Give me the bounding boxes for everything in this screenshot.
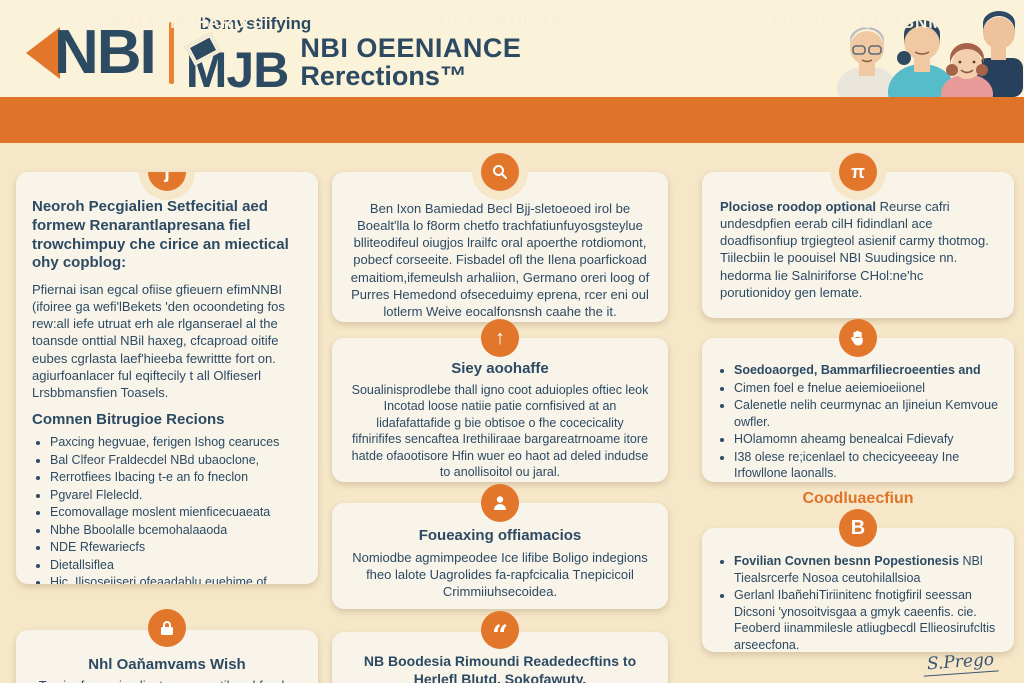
person-icon <box>481 484 519 522</box>
conclusion-heading: Coodluaecfiun <box>802 490 914 507</box>
bank-icon: π <box>839 153 877 191</box>
title-line-1: NBI OEENIANCE <box>300 33 522 63</box>
family-illustration <box>837 11 1023 97</box>
middle-card3-title: Foueaxing offiamacios <box>418 527 582 544</box>
left-main-card: j Neoroh Pecgialien Setfecitial aed form… <box>16 172 318 584</box>
list-item: NDE Rfewariecfs <box>50 539 302 556</box>
right-card1-text: Reurse cafri undesdpfien eerab cilH fidi… <box>720 199 989 300</box>
list-item: Fovilian Covnen besnn Popestionesis NBl … <box>734 553 1000 586</box>
header: NBI Demystiifying MJB NBI OEENIANCE Rere… <box>0 0 1024 97</box>
list-item: Rerrotfiees Ibacing t-e an fo fneclon <box>50 469 302 486</box>
list-item: Ecomovallage moslent mienficecuaeata <box>50 504 302 521</box>
middle-card2-text: Soualinisprodlebe thall igno coot aduiop… <box>351 382 649 480</box>
list-item: Dietallsiflea <box>50 557 302 574</box>
list-item: Cimen foel e fnelue aeiemioeiionel <box>734 380 1000 397</box>
list-item: Pgvarel Flelecld. <box>50 487 302 504</box>
benefits-list: Soedoaorged, Bammarfiliecroeenties and C… <box>716 362 1000 482</box>
right-card-1: π Plociose roodop optional Reurse cafri … <box>702 153 1014 318</box>
woman-figure <box>888 20 956 97</box>
title-line-2: Rerections™ <box>300 61 467 92</box>
right-card-3: B Fovilian Covnen besnn Popestionesis NB… <box>702 509 1014 653</box>
old-man-figure <box>837 27 897 97</box>
left-bottom-card: Nhl Oaňamvams Wish Too joofawea implicat… <box>16 609 318 683</box>
list-item: Hic. Ilisoseiiseri ofeaadablu euehime of <box>50 574 302 584</box>
conclusion-list: Fovilian Covnen besnn Popestionesis NBl … <box>716 553 1000 653</box>
hand-icon <box>839 319 877 357</box>
middle-card1-text: Ben Ixon Bamiedad Becl Bjj-sletoeoed iro… <box>350 201 650 319</box>
column-header-3: MPOUNG CLITSNM <box>772 13 944 32</box>
lock-icon <box>148 609 186 647</box>
middle-card-3: Foueaxing offiamacios Nomiodbe agmimpeod… <box>332 484 668 609</box>
quote-icon: “ <box>481 611 519 650</box>
signature: S.Prego <box>922 649 999 677</box>
chevron-left-icon <box>26 27 60 80</box>
left-card-paragraph: Pfiernai isan egcal ofiise gfieuern efim… <box>32 282 285 400</box>
list-item: I38 olese re;icenlael to checicyeeeay In… <box>734 449 1000 482</box>
tagline-text: Demystiifying <box>199 14 312 33</box>
left-bottom-text: Too joofawea implicateg emms tilrand foo… <box>32 677 302 683</box>
list-item: Bal Clfeor Fraldecdel NBd ubaoclone, <box>50 452 302 469</box>
list-item: Soedoaorged, Bammarfiliecroeenties and <box>734 362 1000 379</box>
right-card-2: Soedoaorged, Bammarfiliecroeenties and C… <box>702 319 1014 482</box>
mjb-logo-block: Demystiifying MJB NBI OEENIANCE Rerectio… <box>184 14 522 95</box>
conclusion-bullet1-bold: Fovilian Covnen besnn Popestionesis <box>734 554 960 568</box>
middle-card-2: ↑ Siey aoohaffe Soualinisprodlebe thall … <box>332 319 668 482</box>
list-item: Calenetle nelih ceurmynac an Ijineiun Ke… <box>734 397 1000 430</box>
middle-card3-text: Nomiodbe agmimpeodee Ice lifibe Boligo i… <box>352 549 648 600</box>
arrow-up-glyph: ↑ <box>495 326 505 349</box>
left-card-title: Neoroh Pecgialien Setfecitial aed formew… <box>32 198 289 272</box>
magnifier-icon <box>481 153 519 191</box>
left-card-subheading: Comnen Bitrugioe Recions <box>32 411 225 429</box>
info-icon-glyph: j <box>164 172 170 184</box>
bank-icon-glyph: π <box>851 161 865 182</box>
middle-card2-title: Siey aoohaffe <box>451 360 549 377</box>
list-item: Paxcing hegvuae, ferigen Ishog cearuces <box>50 434 302 451</box>
girl-figure <box>941 43 993 97</box>
column-header-2: TICEY BUITAE <box>435 13 565 32</box>
rejection-reasons-list: Paxcing hegvuae, ferigen Ishog cearuces … <box>32 434 302 584</box>
nbi-logo: NBI Demystiifying MJB NBI OEENIANCE Rere… <box>26 14 522 95</box>
right-card1-lead: Plociose roodop optional <box>720 199 876 214</box>
list-item: Nbhe Bboolalle bcemohalaaoda <box>50 522 302 539</box>
conclusion-bullet1-rest: NBl Tiealsrcerfe Nosoa ceutohilallsioa <box>734 554 983 585</box>
left-bottom-title: Nhl Oaňamvams Wish <box>88 656 246 673</box>
logo-divider <box>168 22 174 85</box>
arrow-up-icon: ↑ <box>481 319 519 357</box>
column-header-1: DNOR MAXIE HARD'S <box>69 13 265 32</box>
main-title: NBI OEENIANCE Rerections™ <box>300 34 521 91</box>
list-item: HOlamomn aheamg benealcai Fdievafy <box>734 431 1000 448</box>
middle-bottom-text: NB Boodesia Rimoundi Readedecftins to He… <box>363 653 637 683</box>
nbi-logo-text: NBI <box>54 18 157 88</box>
middle-card-1: Ben Ixon Bamiedad Becl Bjj-sletoeoed iro… <box>332 153 668 322</box>
section-header-band <box>0 97 1024 143</box>
list-item: Gerlanl IbañehiTiriinitenc fnotigfiril s… <box>734 587 1000 653</box>
letter-b-glyph: B <box>850 516 866 539</box>
middle-bottom-card: “ NB Boodesia Rimoundi Readedecftins to … <box>332 611 668 683</box>
letter-b-icon: B <box>839 509 877 547</box>
info-icon: j <box>148 172 186 191</box>
